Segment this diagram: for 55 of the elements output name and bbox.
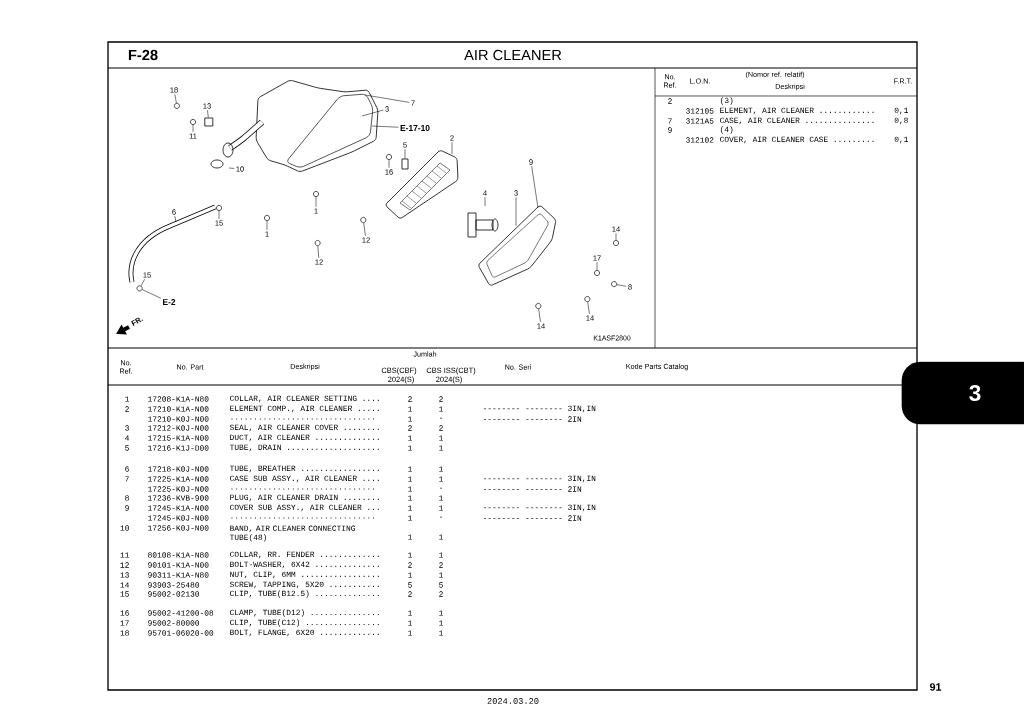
leader-line [174,215,177,223]
leader-line [228,167,235,169]
page-title: AIR CLEANER [464,49,562,61]
air-cleaner-cover-drawing [478,205,556,286]
clip-drawing [136,285,143,292]
leader-line [174,93,177,104]
section-tab: 3 [901,361,1024,425]
leader-line [315,196,317,208]
air-cleaner-case-drawing [222,80,379,172]
leader-line [317,245,319,259]
leader-line [538,308,541,323]
duct-drawing [467,212,499,238]
breather-tube-drawing [128,204,216,283]
print-date: 2024.03.20 [487,698,539,704]
collar-drawing [190,119,196,125]
screw-drawing [535,303,542,309]
leader-line [616,284,627,287]
reference-code: E-17-10 [400,125,430,131]
screw-drawing [613,240,619,246]
leader-line [596,261,598,271]
leader-line [364,94,410,103]
leader-line [207,109,209,118]
leader-line [218,210,220,220]
bolt-drawing [173,102,180,109]
reference-code: E-2 [163,299,176,305]
leader-line [615,232,617,241]
leader-line [371,125,399,128]
leader-line [388,159,390,168]
leader-line [361,109,384,117]
plug-drawing [611,281,618,288]
leader-line [266,220,268,231]
clip-drawing [216,205,222,211]
leader-line [531,165,539,209]
leader-line [587,301,590,315]
clamp-drawing [386,154,392,160]
leader-line [142,289,162,299]
page-number: 91 [930,683,942,691]
bolt-drawing [314,240,321,246]
leader-line [404,148,406,159]
page-code: F-28 [128,49,158,61]
leader-line [363,222,366,237]
leader-line [484,196,486,207]
bolt-drawing [360,217,367,223]
clip-drawing [594,270,600,276]
collar-drawing [313,191,319,197]
leader-line [140,278,145,287]
screw-drawing [584,296,591,303]
nut-drawing [204,117,214,127]
band-drawing [210,159,224,169]
leader-line [192,124,194,133]
collar-drawing [264,215,270,221]
leader-line [515,196,517,227]
leader-line [451,141,453,155]
filter-element-drawing [385,150,459,219]
drain-tube-drawing [401,158,409,170]
